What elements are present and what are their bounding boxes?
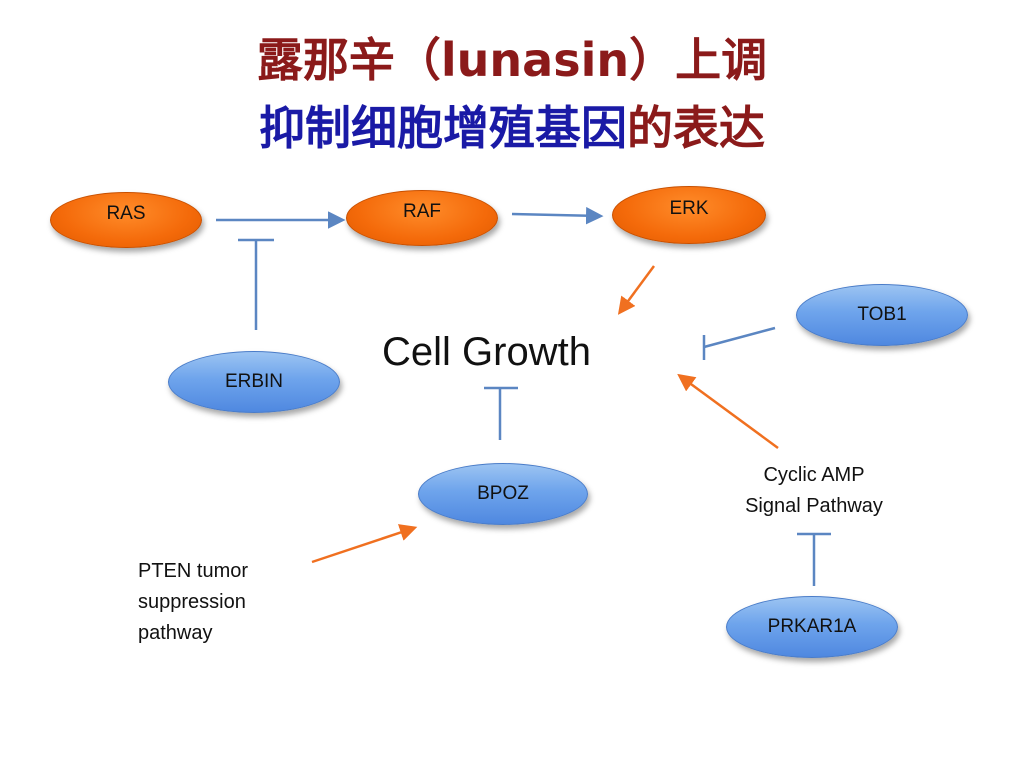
- camp-line-1: Cyclic AMP: [763, 464, 865, 486]
- pten-line-2: suppression: [138, 591, 246, 613]
- inhibit-prkar1a: [797, 532, 831, 586]
- inhibit-tob1: [702, 326, 776, 360]
- node-bpoz-label: BPOZ: [477, 483, 529, 504]
- camp-pathway-label: Cyclic AMP Signal Pathway: [724, 460, 904, 522]
- arrow-raf-to-erk: [511, 206, 604, 225]
- arrow-pten-to-bpoz: [311, 524, 418, 564]
- node-raf: RAF: [346, 190, 498, 246]
- title-line-2: 抑制细胞增殖基因的表达: [0, 100, 1024, 156]
- node-erk-label: ERK: [669, 198, 709, 219]
- node-erbin-label: ERBIN: [224, 371, 284, 392]
- node-prkar1a: PRKAR1A: [726, 596, 898, 658]
- node-erk: ERK: [612, 186, 766, 244]
- title-blue-part: 抑制细胞增殖基因: [259, 101, 627, 155]
- node-erbin: ERBIN: [168, 351, 340, 413]
- node-raf-label: RAF: [403, 201, 441, 222]
- arrow-erk-to-cell-growth: [617, 265, 656, 315]
- title-red-part: 的表达: [627, 101, 765, 155]
- node-tob1-label: TOB1: [857, 304, 907, 325]
- node-ras: RAS: [50, 192, 202, 248]
- camp-line-2: Signal Pathway: [745, 495, 883, 517]
- arrow-camp-to-cell-growth: [677, 373, 779, 450]
- title-line-1: 露那辛（lunasin）上调: [256, 33, 768, 87]
- cell-growth-label: Cell Growth: [382, 330, 591, 374]
- pten-line-1: PTEN tumor: [138, 560, 249, 582]
- node-tob1: TOB1: [796, 284, 968, 346]
- pten-pathway-label: PTEN tumor suppression pathway: [138, 556, 248, 649]
- inhibit-bpoz: [484, 386, 518, 440]
- pten-line-3: pathway: [138, 622, 213, 644]
- inhibit-erbin: [238, 238, 274, 330]
- node-ras-label: RAS: [106, 203, 146, 224]
- node-prkar1a-label: PRKAR1A: [767, 616, 857, 637]
- node-bpoz: BPOZ: [418, 463, 588, 525]
